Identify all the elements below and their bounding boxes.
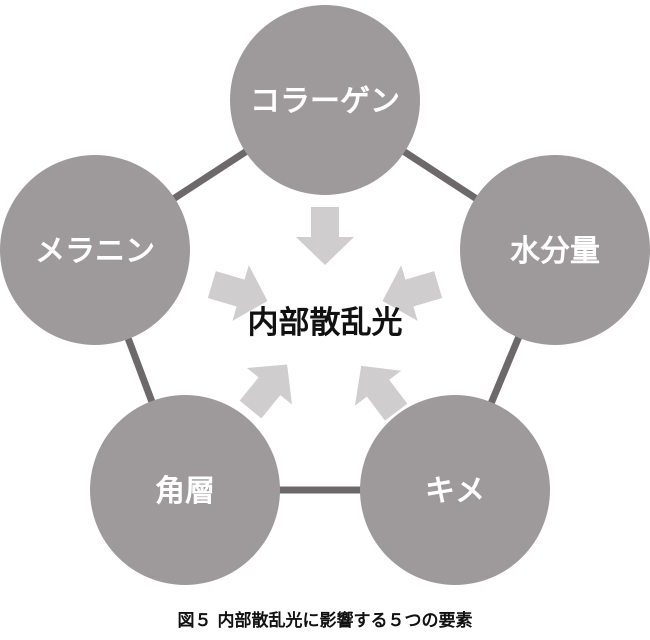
center-label: 内部散乱光 (248, 305, 403, 341)
factor-label: コラーゲン (250, 84, 400, 119)
caption: 図５ 内部散乱光に影響する５つの要素 (178, 610, 473, 631)
factor-node: 角層 (90, 395, 280, 585)
factor-node: メラニン (0, 155, 190, 345)
factor-circle (0, 155, 190, 345)
factor-label: 角層 (155, 474, 215, 509)
arrow-icon (354, 365, 408, 421)
factor-node: コラーゲン (230, 5, 420, 195)
factor-circle (360, 395, 550, 585)
arrow-icon (207, 265, 268, 321)
factor-label: キメ (425, 474, 485, 509)
factor-node: キメ (360, 395, 550, 585)
factor-node: 水分量 (460, 155, 650, 345)
arrow-icon (382, 265, 443, 321)
factor-circle (460, 155, 650, 345)
arrow-icon (296, 207, 354, 265)
factor-circle (90, 395, 280, 585)
factor-circle (230, 5, 420, 195)
factor-label: メラニン (35, 234, 155, 269)
arrow-icon (239, 364, 292, 419)
factor-label: 水分量 (510, 234, 600, 269)
